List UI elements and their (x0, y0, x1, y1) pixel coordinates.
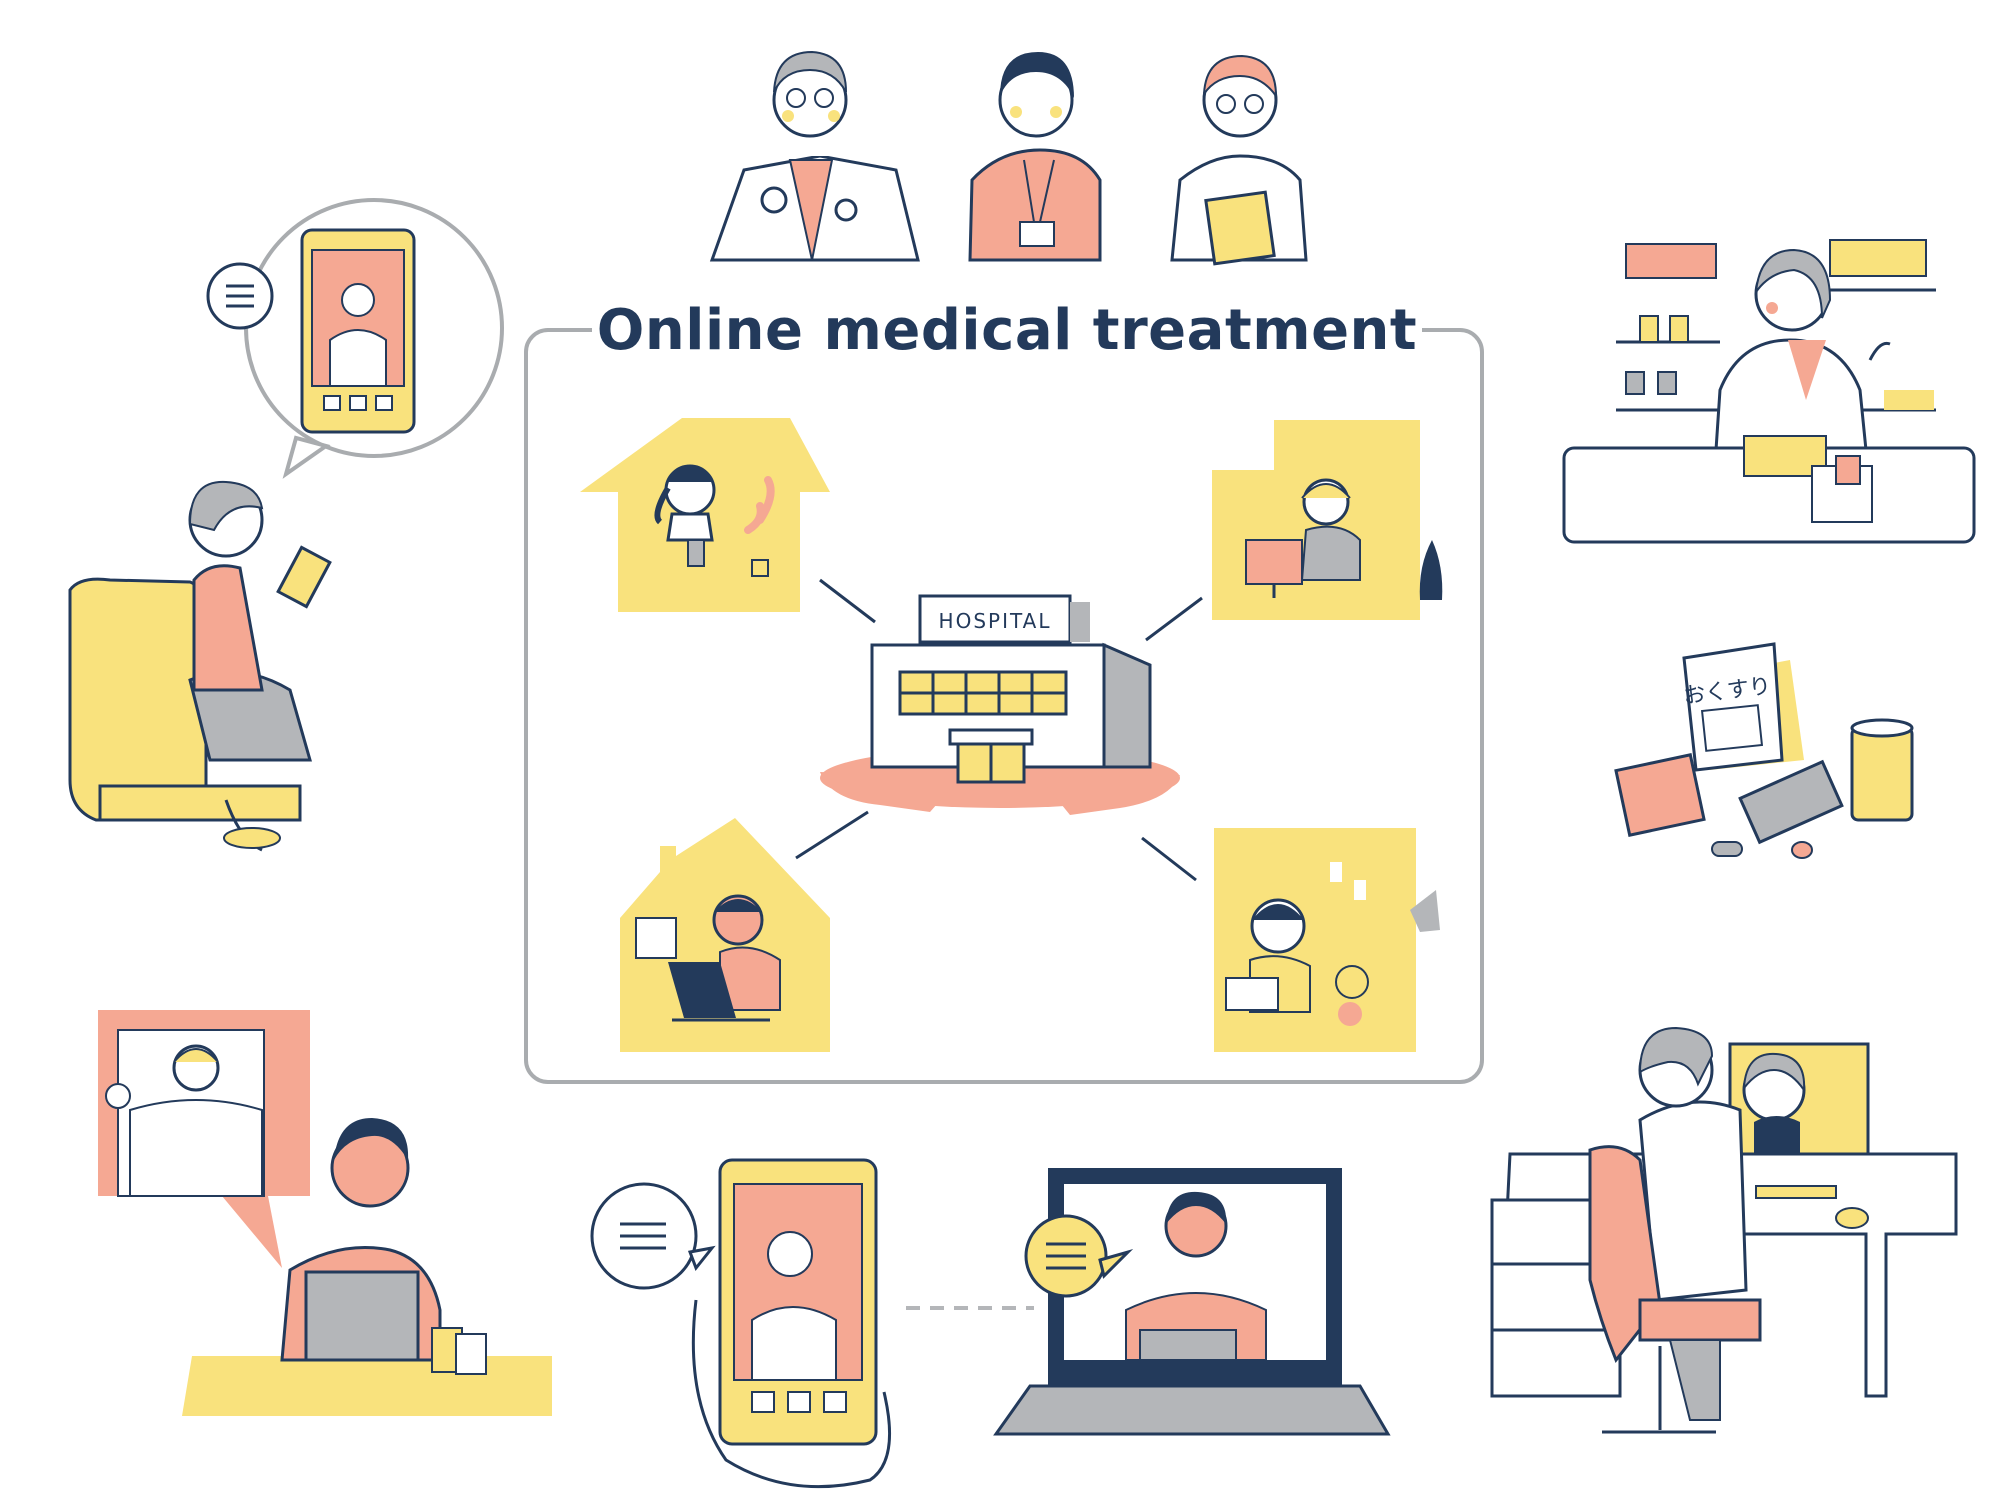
home-icon (580, 418, 830, 612)
smartphone-call-icon (590, 1158, 892, 1489)
nurse-icon (1170, 54, 1308, 266)
receptionist-icon (968, 52, 1102, 262)
laptop-call-icon (993, 1168, 1391, 1436)
home-icon (1212, 420, 1443, 620)
patient-laptop-icon (98, 1010, 552, 1416)
page-title: Online medical treatment (596, 298, 1418, 363)
doctor-icon (709, 50, 920, 262)
home-icon (1214, 828, 1440, 1052)
home-icon (620, 818, 830, 1052)
doctor-desk-icon (1490, 1026, 1958, 1434)
pharmacist-icon (1562, 239, 1976, 544)
title-label: Online medical treatment (592, 286, 1422, 376)
patient-smartphone-icon (68, 198, 504, 852)
medicine-set-icon: おくすり (1614, 642, 1914, 859)
hospital-icon: HOSPITAL (820, 594, 1180, 815)
hospital-sign: HOSPITAL (939, 609, 1052, 633)
connector-lines (795, 578, 1203, 882)
